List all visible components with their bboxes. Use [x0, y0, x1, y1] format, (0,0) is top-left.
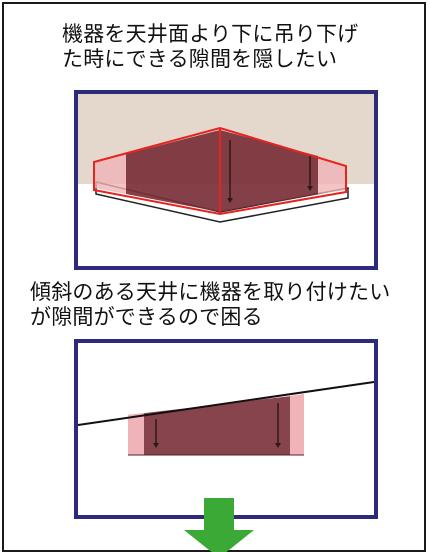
rod-tip-1 [153, 443, 159, 448]
gap-right [290, 394, 304, 455]
top-caption-line-1: 機器を天井面より下に吊り下げ [62, 22, 359, 46]
sloped-ceiling-illustration [74, 339, 378, 519]
top-caption: 機器を天井面より下に吊り下げ た時にできる隙間を隠したい [62, 22, 358, 72]
sloped-ceiling-line [78, 381, 374, 426]
device-body [128, 395, 300, 455]
sloped-ceiling-svg [78, 381, 374, 456]
gap-cover-right [318, 156, 346, 194]
device-body [126, 130, 318, 212]
bottom-caption-line-2: が隙間ができるので困る [30, 305, 263, 329]
gap-left [128, 413, 144, 455]
top-caption-line-2: た時にできる隙間を隠したい [62, 47, 338, 71]
suspended-device-illustration [74, 90, 378, 270]
gap-cover-left [94, 154, 126, 194]
bottom-caption: 傾斜のある天井に機器を取り付けたい が隙間ができるので困る [30, 280, 390, 330]
suspended-device-svg [78, 94, 374, 223]
down-arrow-icon [184, 498, 254, 552]
rod-tip-2 [275, 443, 281, 448]
rod-tip-2 [307, 186, 313, 191]
bottom-caption-line-1: 傾斜のある天井に機器を取り付けたい [30, 280, 391, 304]
rod-tip-1 [227, 198, 233, 203]
floor-light [78, 190, 118, 206]
